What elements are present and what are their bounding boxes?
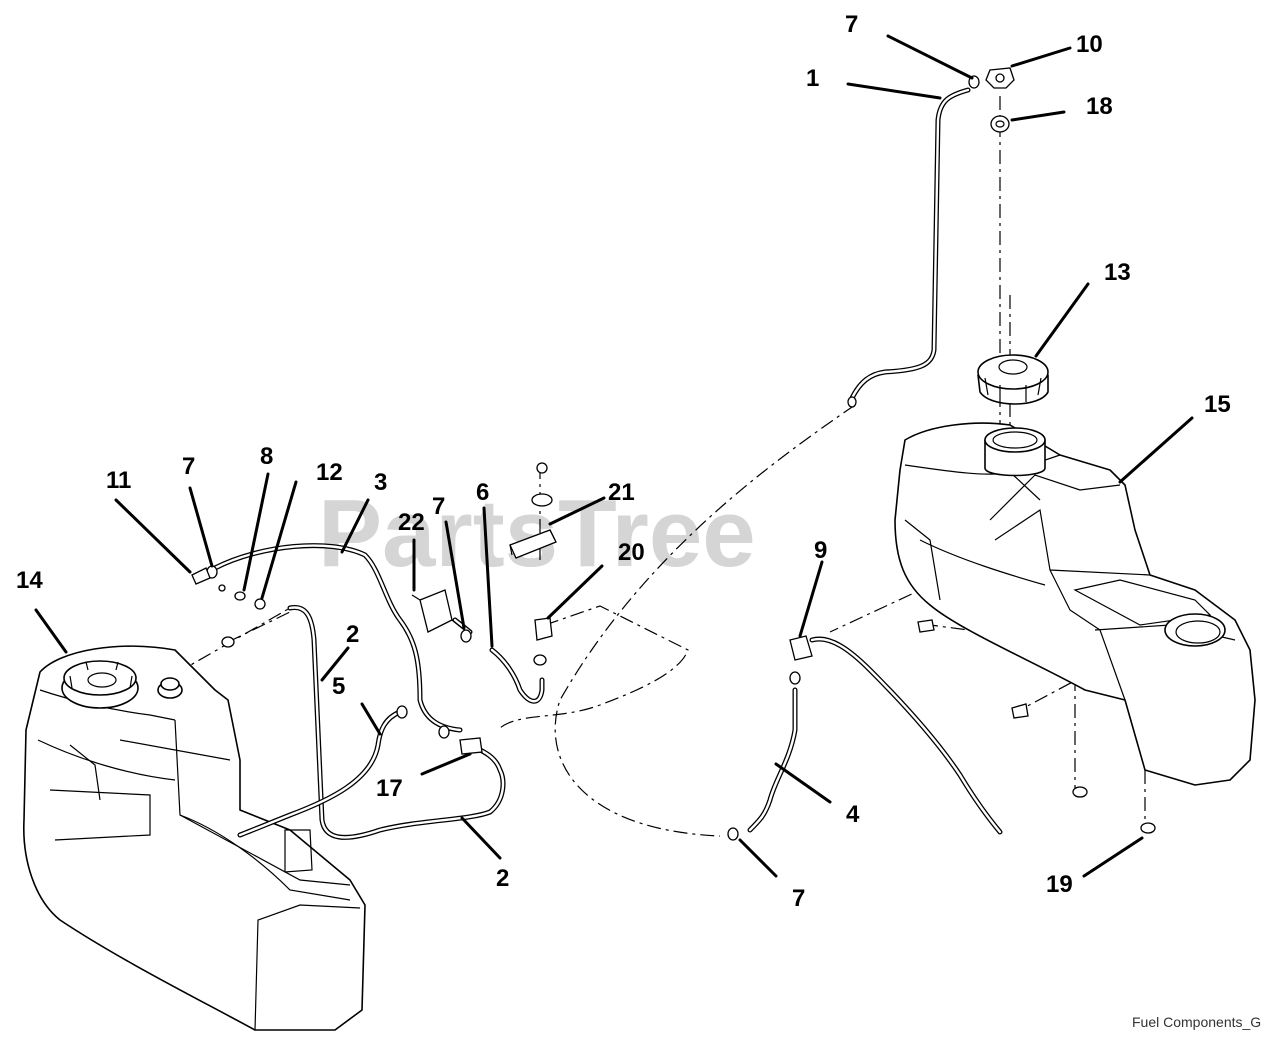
callout-22: 22 <box>398 509 425 536</box>
callout-10: 10 <box>1076 31 1103 58</box>
callout-7-left: 7 <box>182 453 195 480</box>
callout-3: 3 <box>374 469 387 496</box>
callout-14: 14 <box>16 567 43 594</box>
callout-7-mid: 7 <box>432 493 445 520</box>
callout-11: 11 <box>106 467 131 494</box>
callout-4: 4 <box>846 801 860 828</box>
callout-1: 1 <box>806 65 819 92</box>
callout-20: 20 <box>618 539 645 566</box>
callout-17: 17 <box>376 775 403 802</box>
callout-7-top: 7 <box>845 11 858 38</box>
callout-15: 15 <box>1204 391 1231 418</box>
right-fuel-tank <box>894 422 1256 786</box>
small-parts <box>191 67 1156 841</box>
callout-7-bottom: 7 <box>792 885 805 912</box>
callout-8: 8 <box>260 443 273 470</box>
callout-13: 13 <box>1104 259 1131 286</box>
callout-19: 19 <box>1046 871 1073 898</box>
callout-18: 18 <box>1086 93 1113 120</box>
callout-21: 21 <box>608 479 635 506</box>
callout-2-lower: 2 <box>496 865 509 892</box>
callout-9: 9 <box>814 537 827 564</box>
callout-12: 12 <box>316 459 343 486</box>
diagram-caption: Fuel Components_G <box>1132 1014 1261 1030</box>
callout-6: 6 <box>476 479 489 506</box>
callout-5: 5 <box>332 673 345 700</box>
fuel-hoses <box>212 87 1003 840</box>
callouts: 1 7 10 18 13 15 11 7 8 12 3 2 5 22 7 6 2… <box>16 11 1231 912</box>
leader-lines <box>34 34 1194 878</box>
fuel-cap-13 <box>977 354 1049 405</box>
left-fuel-tank <box>23 645 366 1031</box>
callout-2-upper: 2 <box>346 621 359 648</box>
